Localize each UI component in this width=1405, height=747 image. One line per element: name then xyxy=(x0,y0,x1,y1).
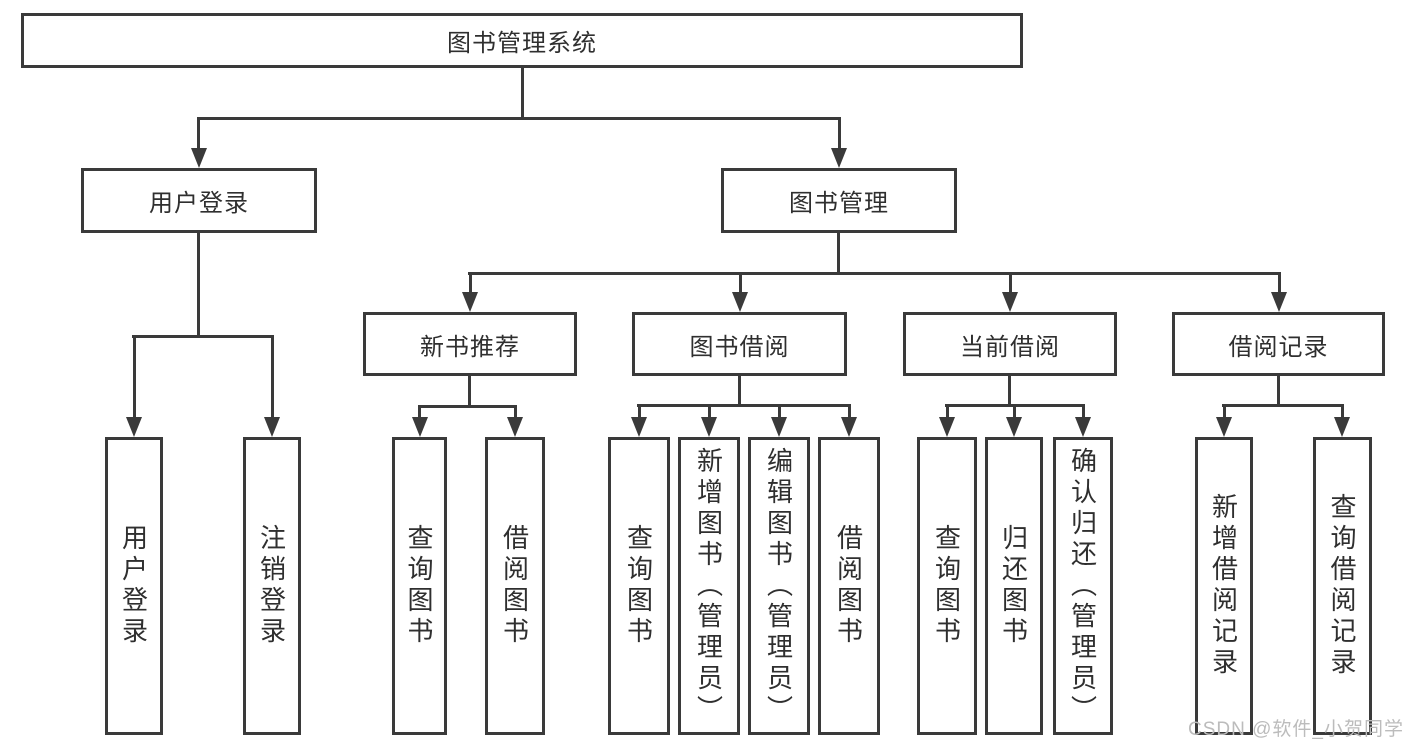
connector-drop xyxy=(1009,272,1012,298)
csdn-watermark: CSDN @软件_小贺同学 xyxy=(1188,719,1404,740)
node-borrowing-records: 借阅记录 xyxy=(1172,312,1385,376)
connector-drop xyxy=(739,272,742,298)
connector-level3-rail xyxy=(468,272,1281,275)
node-book-borrowing: 图书借阅 xyxy=(632,312,847,376)
node-current-borrowing: 当前借阅 xyxy=(903,312,1117,376)
connector-drop xyxy=(1341,404,1344,424)
connector-drop xyxy=(738,376,741,406)
connector-leaf-rail xyxy=(418,405,517,408)
connector-drop xyxy=(271,335,274,419)
node-bb-edit-books-admin: 编辑图书（管理员） xyxy=(748,437,810,735)
connector-drop xyxy=(197,117,200,153)
connector-user-login-rail xyxy=(132,335,274,338)
connector-drop xyxy=(708,404,711,424)
arrow-down-icon xyxy=(631,417,647,437)
node-bb-borrow-books: 借阅图书 xyxy=(818,437,880,735)
connector-drop xyxy=(1278,272,1281,298)
connector-root-drop xyxy=(521,68,524,118)
connector-leaf-rail xyxy=(1222,404,1344,407)
connector-drop xyxy=(848,404,851,424)
node-cb-query-books: 查询图书 xyxy=(917,437,977,735)
connector-drop xyxy=(469,272,472,298)
arrow-down-icon xyxy=(462,292,478,312)
arrow-down-icon xyxy=(1334,417,1350,437)
connector-drop xyxy=(638,404,641,424)
node-br-query-record: 查询借阅记录 xyxy=(1313,437,1372,735)
connector-book-mgmt-drop xyxy=(837,233,840,274)
arrow-down-icon xyxy=(412,417,428,437)
arrow-down-icon xyxy=(939,417,955,437)
arrow-down-icon xyxy=(1075,417,1091,437)
node-cb-return-books: 归还图书 xyxy=(985,437,1043,735)
connector-drop xyxy=(418,405,421,425)
connector-drop xyxy=(133,335,136,419)
connector-drop xyxy=(1223,404,1226,424)
node-logout: 注销登录 xyxy=(243,437,301,735)
connector-leaf-rail xyxy=(637,404,851,407)
arrow-down-icon xyxy=(831,148,847,168)
node-user-login-module: 用户登录 xyxy=(81,168,317,233)
connector-drop xyxy=(514,405,517,425)
node-cb-confirm-return-admin: 确认归还（管理员） xyxy=(1053,437,1113,735)
node-library-management-system: 图书管理系统 xyxy=(21,13,1023,68)
connector-drop xyxy=(1082,404,1085,424)
connector-drop xyxy=(946,404,949,424)
connector-drop xyxy=(778,404,781,424)
arrow-down-icon xyxy=(264,417,280,437)
connector-drop xyxy=(1013,404,1016,424)
connector-user-login-drop xyxy=(197,233,200,337)
connector-drop xyxy=(468,376,471,407)
arrow-down-icon xyxy=(701,417,717,437)
node-br-add-record: 新增借阅记录 xyxy=(1195,437,1253,735)
arrow-down-icon xyxy=(771,417,787,437)
node-nb-borrow-books: 借阅图书 xyxy=(485,437,545,735)
node-nb-query-books: 查询图书 xyxy=(392,437,447,735)
node-new-book-recommend: 新书推荐 xyxy=(363,312,577,376)
node-bb-add-books-admin: 新增图书（管理员） xyxy=(678,437,740,735)
arrow-down-icon xyxy=(1006,417,1022,437)
connector-drop xyxy=(1008,376,1011,406)
connector-drop xyxy=(1277,376,1280,406)
arrow-down-icon xyxy=(1002,292,1018,312)
arrow-down-icon xyxy=(191,148,207,168)
connector-level2-rail xyxy=(197,117,841,120)
connector-drop xyxy=(838,117,841,153)
arrow-down-icon xyxy=(841,417,857,437)
node-user-login: 用户登录 xyxy=(105,437,163,735)
node-book-management-module: 图书管理 xyxy=(721,168,957,233)
node-bb-query-books: 查询图书 xyxy=(608,437,670,735)
arrow-down-icon xyxy=(1271,292,1287,312)
arrow-down-icon xyxy=(507,417,523,437)
arrow-down-icon xyxy=(732,292,748,312)
arrow-down-icon xyxy=(1216,417,1232,437)
arrow-down-icon xyxy=(126,417,142,437)
